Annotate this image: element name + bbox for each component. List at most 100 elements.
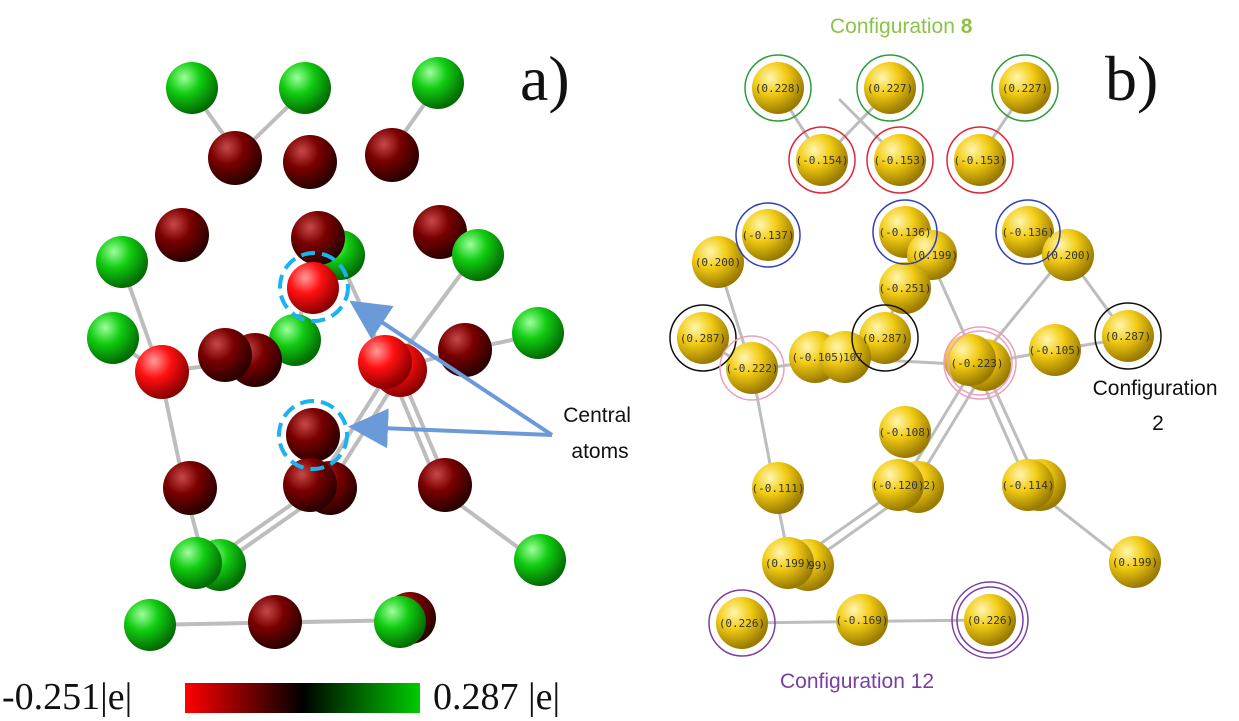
charge-label: (-0.251): [879, 282, 932, 295]
atom: [96, 236, 148, 288]
atom: [752, 62, 804, 114]
panel-b: b) Configuration 8 Configuration 2 Confi…: [669, 15, 1218, 693]
charge-label: (0.287): [680, 332, 726, 345]
charge-label: (0.226): [967, 614, 1013, 627]
atom: [836, 594, 888, 646]
charge-label: (-0.108): [879, 426, 932, 439]
central-atoms-label: Central atoms: [563, 404, 637, 463]
atom: [286, 408, 340, 462]
charge-label: (0.227): [1002, 82, 1048, 95]
atom: [412, 57, 464, 109]
charge-label: (-0.223): [951, 357, 1004, 370]
atoms-a: [87, 57, 566, 651]
atom: [859, 312, 911, 364]
atom: [742, 209, 794, 261]
charge-label: (-0.169): [836, 614, 889, 627]
atom: [291, 211, 345, 265]
charge-label: (0.227): [867, 82, 913, 95]
charge-label: 99): [808, 559, 828, 572]
charge-label: (0.200): [1045, 249, 1091, 262]
charge-label: (-0.137): [742, 229, 795, 242]
atom: [879, 262, 931, 314]
charge-label: (0.200): [695, 256, 741, 269]
charge-colorbar: [185, 683, 420, 713]
charge-label: (-0.222): [726, 362, 779, 375]
atom: [198, 328, 252, 382]
atom: [452, 229, 504, 281]
charge-label: (-0.136): [1002, 226, 1055, 239]
atom: [864, 62, 916, 114]
atom: [512, 307, 564, 359]
configuration-12-label: Configuration 12: [780, 670, 934, 693]
charge-label: (-0.105): [1029, 344, 1082, 357]
atom: [438, 323, 492, 377]
atom: [874, 134, 926, 186]
atom: [1002, 206, 1054, 258]
atom: [1109, 536, 1161, 588]
panel-a-label: a): [520, 43, 570, 114]
configuration-8-label: Configuration 8: [830, 15, 973, 38]
atom: [248, 595, 302, 649]
charge-labels: (0.228) (0.227) (0.227) (-0.154) (-0.153…: [680, 82, 1158, 630]
configuration-2-rings: [669, 302, 1162, 372]
atom: [872, 459, 924, 511]
charge-label: (0.199): [765, 557, 811, 570]
atom: [358, 335, 412, 389]
atom: [170, 537, 222, 589]
charge-label: (0.199): [1112, 556, 1158, 569]
atom: [208, 131, 262, 185]
atom: [999, 62, 1051, 114]
atom: [944, 334, 996, 386]
atom: [796, 134, 848, 186]
charge-label: (-0.120): [872, 479, 925, 492]
atom: [365, 128, 419, 182]
atom: [155, 208, 209, 262]
atom: [124, 599, 176, 651]
charge-label: (-0.111): [752, 482, 805, 495]
atom: [283, 135, 337, 189]
atom: [1042, 229, 1094, 281]
scale-max-label: 0.287 |e|: [433, 676, 560, 718]
charge-label: (0.226): [719, 617, 765, 630]
central-atom-highlight: [277, 399, 349, 471]
atom: [413, 205, 467, 259]
atom: [677, 312, 729, 364]
pointer-arrow: [348, 408, 553, 449]
charge-label: (-0.154): [796, 154, 849, 167]
atom: [163, 461, 217, 515]
atom: [879, 406, 931, 458]
panel-a: a): [2, 43, 637, 718]
blue-rings: [735, 199, 1061, 268]
atoms-b: [677, 62, 1161, 649]
atom: [514, 534, 566, 586]
charge-label: 2): [923, 479, 936, 492]
charge-label: 107: [843, 351, 863, 364]
panel-b-label: b): [1105, 43, 1158, 114]
charge-label: (0.228): [755, 82, 801, 95]
atom: [135, 345, 189, 399]
atom: [166, 62, 218, 114]
atom: [954, 134, 1006, 186]
atom: [283, 458, 337, 512]
atom: [692, 236, 744, 288]
atom: [752, 462, 804, 514]
atom: [716, 597, 768, 649]
charge-label: (-0.114): [1002, 479, 1055, 492]
charge-label: (0.199): [912, 249, 958, 262]
pink-rings: [719, 326, 1017, 401]
charge-label: (0.287): [862, 332, 908, 345]
charge-label: (-0.136): [879, 226, 932, 239]
configuration-8-rings: [744, 54, 1059, 194]
central-atom-highlight: [278, 251, 350, 323]
atom: [418, 458, 472, 512]
atom: [279, 62, 331, 114]
atom: [726, 342, 778, 394]
atom: [1102, 310, 1154, 362]
atom: [1029, 324, 1081, 376]
atom: [819, 331, 871, 383]
atom: [374, 596, 426, 648]
atom: [964, 594, 1016, 646]
atom: [287, 262, 339, 314]
configuration-12-rings: [708, 581, 1029, 659]
